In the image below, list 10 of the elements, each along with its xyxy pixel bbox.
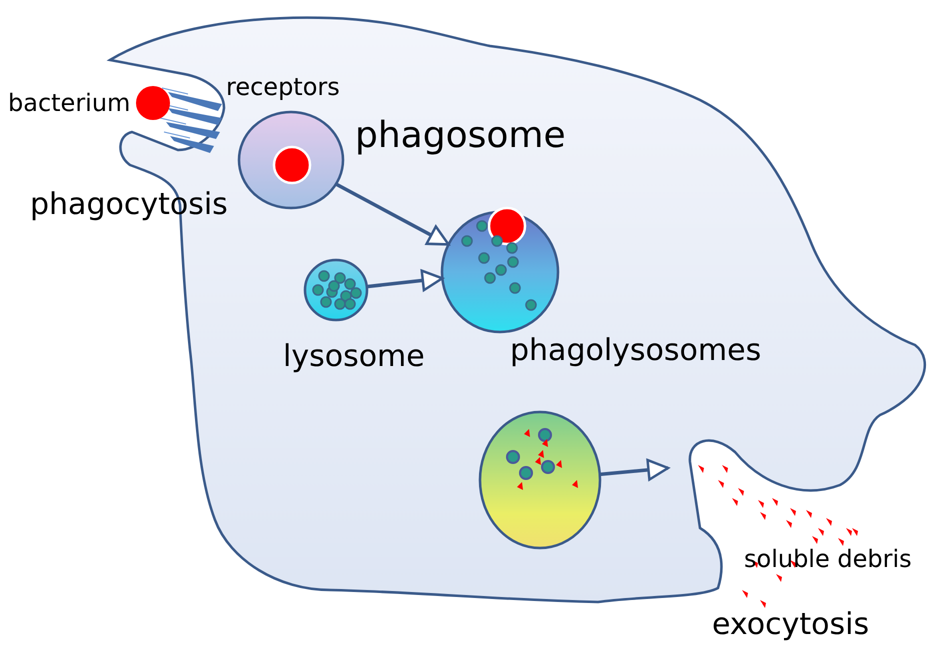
vesicle-label: phagolysosomes: [510, 334, 762, 367]
arrow: [600, 458, 670, 481]
vesicle-label: phagosome: [355, 116, 566, 156]
part-label: receptors: [226, 74, 340, 100]
vesicle-label: lysosome: [283, 340, 425, 373]
part-label: bacterium: [8, 90, 130, 116]
arrow: [335, 182, 450, 246]
part-label: soluble debris: [744, 546, 912, 572]
arrow: [366, 269, 444, 292]
process-label: exocytosis: [712, 608, 870, 641]
